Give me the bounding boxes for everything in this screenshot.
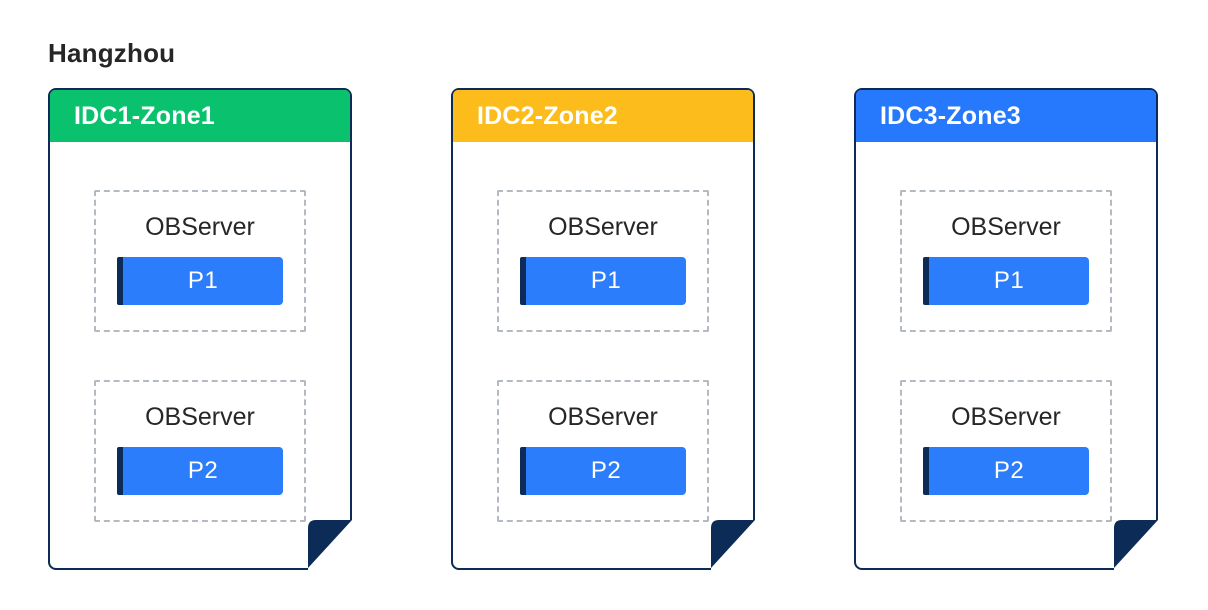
server-box: OBServer P2 bbox=[497, 380, 709, 522]
partition-badge: P2 bbox=[923, 447, 1089, 495]
partition-badge: P2 bbox=[117, 447, 283, 495]
server-box: OBServer P2 bbox=[94, 380, 306, 522]
zone-header-idc1: IDC1-Zone1 bbox=[50, 90, 350, 142]
partition-badge: P1 bbox=[923, 257, 1089, 305]
server-label: OBServer bbox=[951, 403, 1061, 431]
partition-badge: P1 bbox=[520, 257, 686, 305]
server-box: OBServer P1 bbox=[900, 190, 1112, 332]
zone-cards-row: IDC1-Zone1 OBServer P1 OBServer P2 IDC2-… bbox=[48, 88, 1208, 570]
region-title: Hangzhou bbox=[48, 38, 176, 68]
server-label: OBServer bbox=[145, 403, 255, 431]
zone-card-idc1: IDC1-Zone1 OBServer P1 OBServer P2 bbox=[48, 88, 352, 570]
server-label: OBServer bbox=[951, 213, 1061, 241]
partition-badge: P1 bbox=[117, 257, 283, 305]
server-label: OBServer bbox=[548, 213, 658, 241]
partition-badge: P2 bbox=[520, 447, 686, 495]
server-box: OBServer P2 bbox=[900, 380, 1112, 522]
server-label: OBServer bbox=[145, 213, 255, 241]
zone-card-idc2: IDC2-Zone2 OBServer P1 OBServer P2 bbox=[451, 88, 755, 570]
server-label: OBServer bbox=[548, 403, 658, 431]
server-box: OBServer P1 bbox=[497, 190, 709, 332]
folded-corner-icon bbox=[308, 520, 352, 570]
zone-card-idc3: IDC3-Zone3 OBServer P1 OBServer P2 bbox=[854, 88, 1158, 570]
zone-header-idc3: IDC3-Zone3 bbox=[856, 90, 1156, 142]
zone-header-idc2: IDC2-Zone2 bbox=[453, 90, 753, 142]
zone-title: IDC3-Zone3 bbox=[880, 101, 1021, 130]
zone-title: IDC2-Zone2 bbox=[477, 101, 618, 130]
folded-corner-icon bbox=[711, 520, 755, 570]
server-box: OBServer P1 bbox=[94, 190, 306, 332]
folded-corner-icon bbox=[1114, 520, 1158, 570]
zone-title: IDC1-Zone1 bbox=[74, 101, 215, 130]
